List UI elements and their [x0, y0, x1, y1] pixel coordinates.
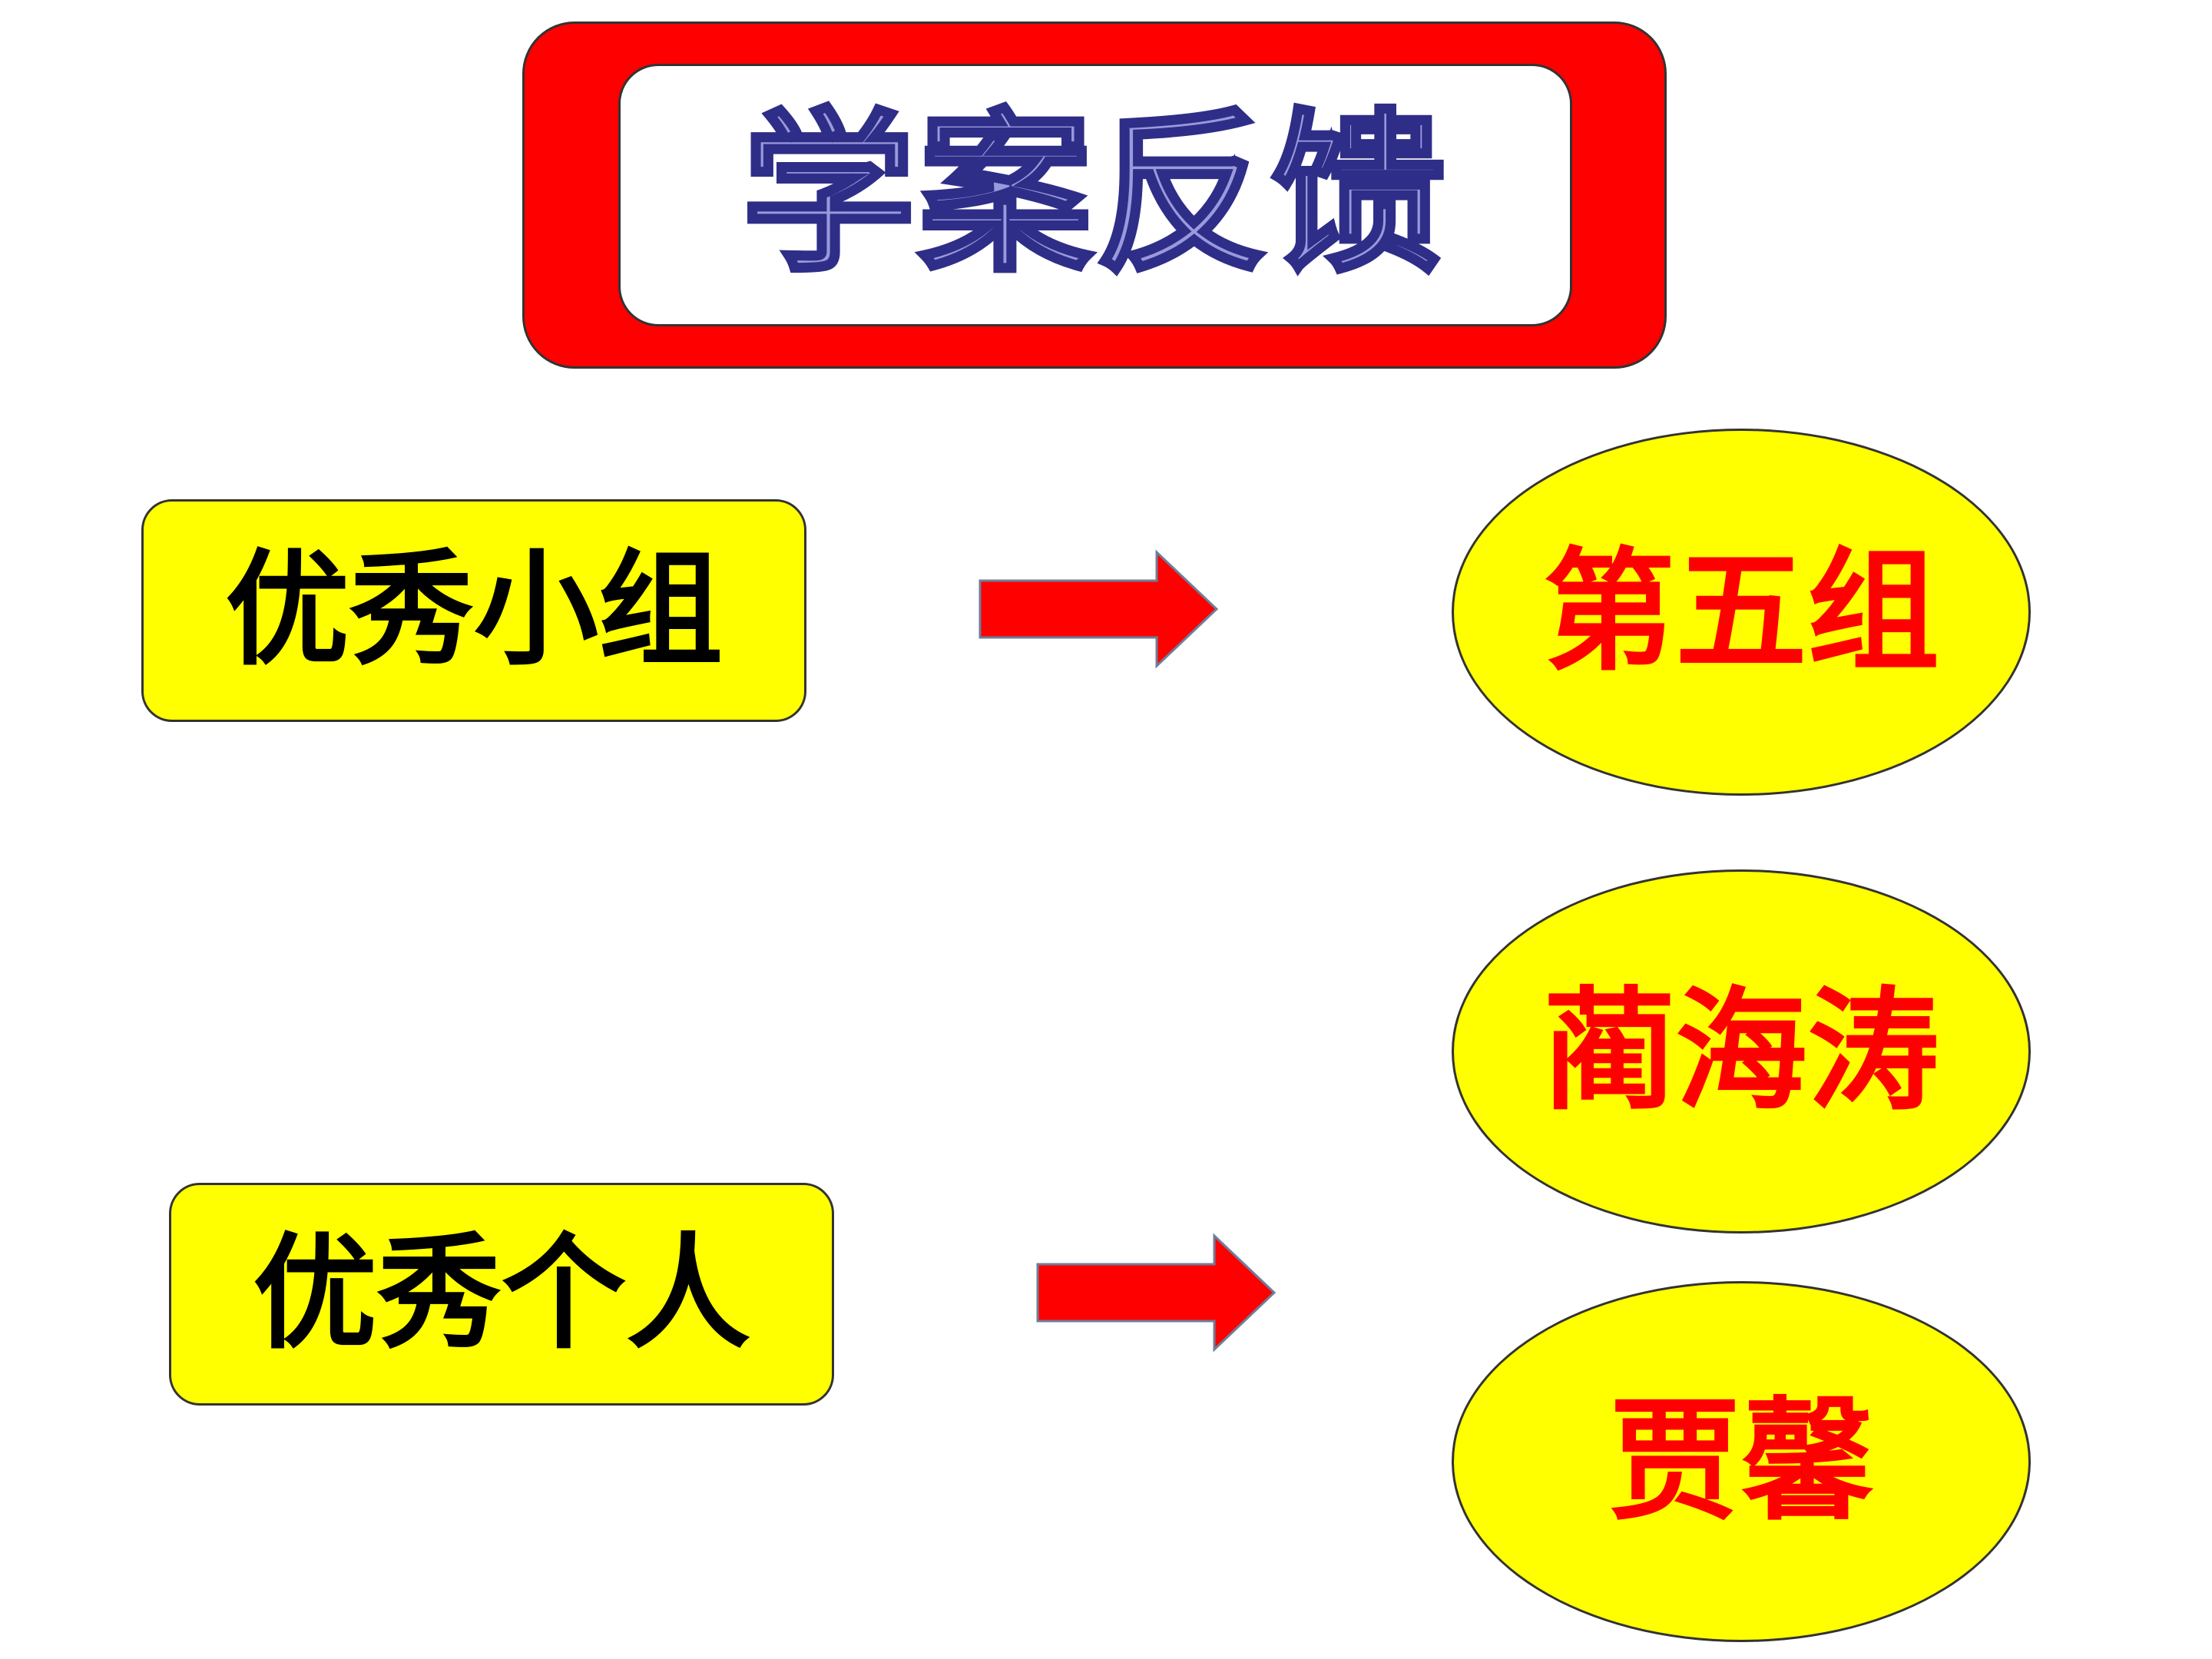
title-inner-box: 学案反馈 — [618, 64, 1572, 326]
result-person-name-2: 贾馨 — [1609, 1384, 1873, 1538]
result-person-name-1: 蔺海涛 — [1543, 974, 1939, 1128]
title-frame: 学案反馈 — [522, 22, 1667, 369]
right-arrow-icon — [979, 549, 1219, 669]
excellent-group-box: 优秀小组 — [141, 499, 806, 722]
result-group-name: 第五组 — [1543, 535, 1939, 689]
arrow-shape — [1036, 1233, 1277, 1353]
excellent-individual-label: 优秀个人 — [253, 1222, 750, 1366]
page-title: 学案反馈 — [740, 94, 1449, 296]
excellent-group-label: 优秀小组 — [225, 538, 723, 683]
result-ellipse-person-1: 蔺海涛 — [1452, 869, 2031, 1233]
result-ellipse-group: 第五组 — [1452, 429, 2031, 796]
arrow-shape — [979, 549, 1219, 669]
result-ellipse-person-2: 贾馨 — [1452, 1281, 2031, 1642]
excellent-individual-box: 优秀个人 — [169, 1183, 834, 1406]
right-arrow-icon — [1036, 1233, 1277, 1353]
